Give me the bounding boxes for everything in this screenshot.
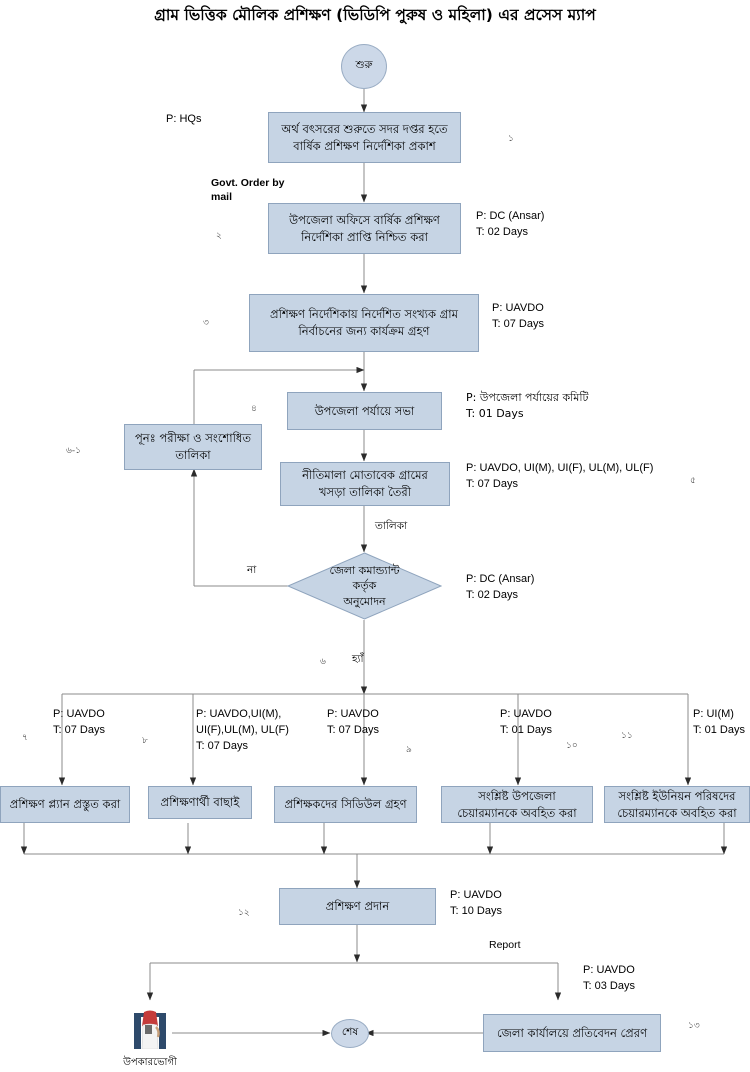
decision-district-commandant-approval[interactable]: জেলা কমান্ড্যান্ট কর্তৃক অনুমোদন [287, 552, 442, 620]
node-line-1: জেলা কার্যালয়ে প্রতিবেদন প্রেরণ [496, 1025, 648, 1040]
node-send-report-district-office[interactable]: জেলা কার্যালয়ে প্রতিবেদন প্রেরণ [483, 1014, 661, 1052]
node-publish-annual-training-guideline[interactable]: অর্থ বৎসরের শুরুতে সদর দপ্তর হতে বার্ষিক… [268, 112, 461, 163]
annotation-upazila-committee-1day: P: উপজেলা পর্যায়ের কমিটি T: 01 Days [466, 391, 589, 420]
node-recheck-revised-list[interactable]: পূনঃ পরীক্ষা ও সংশোধিত তালিকা [124, 424, 262, 470]
serial-9: ৯ [406, 745, 412, 755]
node-collect-trainer-schedule[interactable]: প্রশিক্ষকদের সিডিউল গ্রহণ [274, 786, 417, 823]
node-line-1: অর্থ বৎসরের শুরুতে সদর দপ্তর হতে [281, 121, 448, 136]
page-title: গ্রাম ভিত্তিক মৌলিক প্রশিক্ষণ (ভিডিপি পু… [154, 6, 596, 24]
edge-label-talika: তালিকা [375, 520, 408, 532]
node-ensure-guideline-receipt-upazila[interactable]: উপজেলা অফিসে বার্ষিক প্রশিক্ষণ নির্দেশিক… [268, 203, 461, 254]
node-line-2: খসড়া তালিকা তৈরী [318, 485, 412, 499]
node-line-1: উপজেলা পর্যায়ে সভা [314, 403, 415, 418]
serial-2: ২ [216, 231, 222, 241]
node-line-1: সংশ্লিষ্ট উপজেলা [478, 788, 556, 803]
serial-1: ১ [508, 134, 514, 144]
node-provide-training[interactable]: প্রশিক্ষণ প্রদান [279, 888, 436, 925]
edge-label-report: Report [489, 939, 521, 951]
beneficiary-caption: উপকারভোগী [123, 1057, 177, 1068]
annotation-uavdo-7days-n3: P: UAVDO T: 07 Days [492, 302, 544, 330]
node-inform-union-parishad-chairman[interactable]: সংশ্লিষ্ট ইউনিয়ন পরিষদের চেয়ারম্যানকে … [604, 786, 750, 823]
annotation-dc-ansar-2days-decision: P: DC (Ansar) T: 02 Days [466, 573, 535, 601]
node-line-1: উপজেলা অফিসে বার্ষিক প্রশিক্ষণ [289, 212, 440, 227]
serial-11: ১১ [621, 731, 633, 741]
annotation-uavdo-3days-n13: P: UAVDO T: 03 Days [583, 964, 635, 992]
serial-8: ৮ [142, 736, 148, 746]
node-line-1: প্রশিক্ষণ নির্দেশিকায় নির্দেশিত সংখ্যক … [270, 307, 458, 322]
edge-label-no: না [247, 564, 257, 576]
serial-6-1: ৬-১ [66, 446, 81, 456]
end-terminator: শেষ [331, 1019, 369, 1048]
start-label: শুরু [355, 59, 373, 71]
serial-12: ১২ [238, 908, 250, 918]
node-line-1: প্রশিক্ষকদের সিডিউল গ্রহণ [284, 797, 407, 812]
annotation-uavdo-7days-n7: P: UAVDO T: 07 Days [53, 708, 105, 736]
annotation-uavdo-10days-n12: P: UAVDO T: 10 Days [450, 889, 502, 917]
node-line-2: চেয়ারম্যানকে অবহিত করা [457, 805, 577, 820]
node-inform-upazila-chairman[interactable]: সংশ্লিষ্ট উপজেলা চেয়ারম্যানকে অবহিত করা [441, 786, 593, 823]
node-select-trainees[interactable]: প্রশিক্ষণার্থী বাছাই [148, 786, 252, 819]
node-line-2: নির্দেশিকা প্রাপ্তি নিশ্চিত করা [301, 229, 428, 244]
annotation-uim-1day-n11: P: UI(M) T: 01 Days [693, 708, 745, 736]
annotation-uavdo-ui-ul-7days: P: UAVDO, UI(M), UI(F), UL(M), UL(F) T: … [466, 462, 654, 490]
edge-label-yes: হ্যাঁ [352, 653, 364, 665]
node-line-2: তালিকা [175, 448, 211, 462]
annotation-hqs: P: HQs [166, 113, 202, 125]
node-line-2: চেয়ারম্যানকে অবহিত করা [617, 805, 737, 820]
node-line-1: প্রশিক্ষণার্থী বাছাই [160, 795, 240, 810]
node-line-1: প্রশিক্ষণ প্ল্যান প্রস্তুত করা [9, 797, 121, 812]
edge-label-govt-order: Govt. Order by mail [211, 177, 285, 204]
serial-10: ১০ [566, 741, 578, 751]
annotation-dc-ansar-2days: P: DC (Ansar) T: 02 Days [476, 210, 545, 238]
serial-7: ৭ [22, 733, 28, 743]
serial-3: ৩ [203, 318, 209, 328]
node-upazila-level-meeting[interactable]: উপজেলা পর্যায়ে সভা [287, 392, 442, 430]
annotation-uavdo-7days-n9: P: UAVDO T: 07 Days [327, 708, 379, 736]
serial-6: ৬ [320, 657, 326, 667]
beneficiary-person-icon [128, 994, 172, 1050]
node-line-1: সংশ্লিষ্ট ইউনিয়ন পরিষদের [618, 788, 736, 803]
annotation-uavdo-1day-n10: P: UAVDO T: 01 Days [500, 708, 552, 736]
start-terminator: শুরু [341, 44, 387, 89]
serial-5: ৫ [690, 476, 696, 486]
annotation-uavdo-ui-ul-7days-n8: P: UAVDO,UI(M), UI(F),UL(M), UL(F) T: 07… [196, 708, 289, 752]
node-line-1: নীতিমালা মোতাবেক গ্রামের [302, 468, 428, 483]
end-label: শেষ [341, 1026, 359, 1038]
node-line-2: বার্ষিক প্রশিক্ষণ নির্দেশিকা প্রকাশ [293, 138, 436, 153]
node-line-2: নির্বাচনের জন্য কার্যক্রম গ্রহণ [298, 324, 430, 338]
serial-13: ১৩ [688, 1021, 700, 1031]
node-village-selection-program[interactable]: প্রশিক্ষণ নির্দেশিকায় নির্দেশিত সংখ্যক … [249, 294, 479, 352]
node-prepare-training-plan[interactable]: প্রশিক্ষণ প্ল্যান প্রস্তুত করা [0, 786, 130, 823]
node-line-1: পূনঃ পরীক্ষা ও সংশোধিত [135, 431, 251, 446]
serial-4: ৪ [251, 404, 257, 414]
diamond-shape [287, 552, 442, 620]
node-line-1: প্রশিক্ষণ প্রদান [325, 899, 390, 914]
node-draft-village-list[interactable]: নীতিমালা মোতাবেক গ্রামের খসড়া তালিকা তৈ… [280, 462, 450, 506]
